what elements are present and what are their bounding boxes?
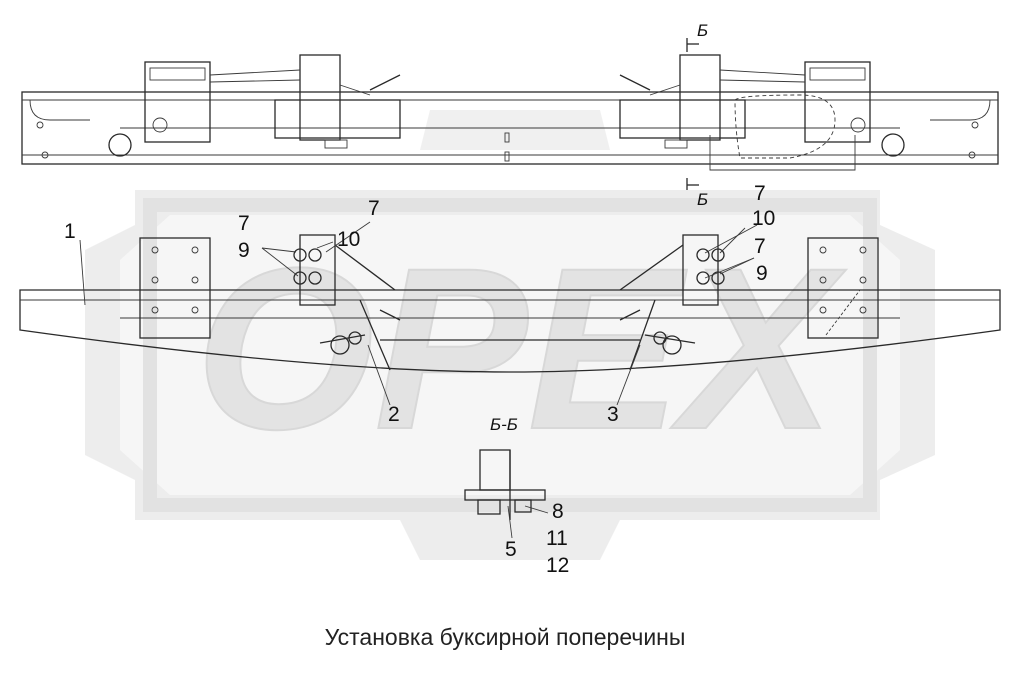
leader-lines [79,221,758,539]
callout-2: 2 [388,403,400,426]
callout-10-left: 10 [337,228,360,251]
section-marker-bottom: Б [686,178,708,209]
callout-1: 1 [64,220,76,243]
callout-11: 11 [546,527,568,550]
front-view [19,234,1001,373]
callout-7-left-top: 7 [368,197,380,220]
callout-9-right: 9 [756,262,768,285]
callout-12: 12 [546,554,569,577]
callout-8: 8 [552,500,564,523]
callout-7-left: 7 [238,212,250,235]
figure-caption: Установка буксирной поперечины [325,624,686,650]
callout-10-right: 10 [752,207,775,230]
callouts: 1 7 7 9 10 2 3 7 10 7 9 8 5 11 12 [64,182,775,577]
section-mark-label-bottom: Б [697,190,708,209]
top-view [21,54,999,171]
section-marker-top: Б [686,21,708,52]
section-mark-label-top: Б [697,21,708,40]
callout-3: 3 [607,403,619,426]
callout-7-right: 7 [754,235,766,258]
watermark-text: OPEX [195,220,846,477]
callout-5: 5 [505,538,517,561]
section-detail: Б-Б [464,415,546,520]
section-title: Б-Б [490,415,518,434]
callout-7-right-top: 7 [754,182,766,205]
callout-9-left: 9 [238,239,250,262]
